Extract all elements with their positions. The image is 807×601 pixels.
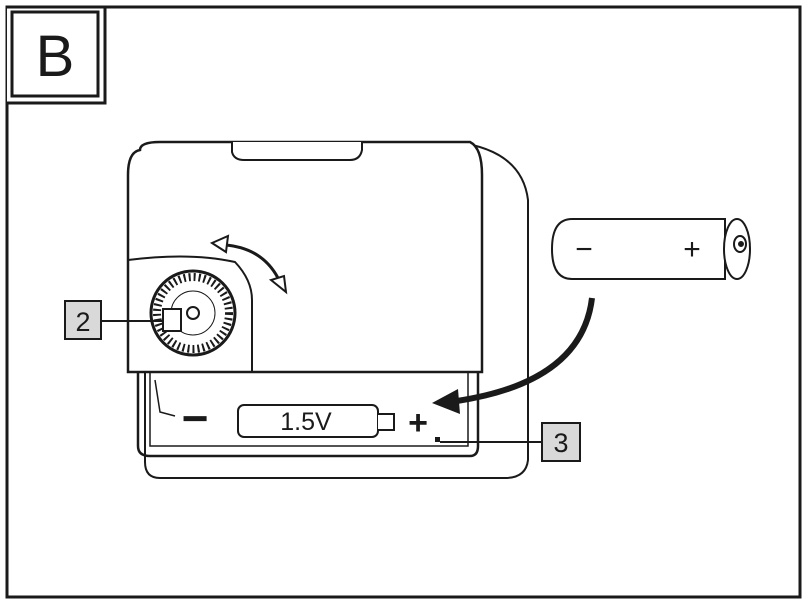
device-back-shell: [144, 141, 529, 479]
battery-slot-outline: [237, 404, 395, 438]
battery-slot-label: 1.5V: [280, 408, 332, 436]
panel-letter-tab: B: [7, 5, 107, 105]
rotate-arrow-icon: [209, 234, 288, 295]
callout-2: 2: [64, 300, 182, 340]
battery-minus-sign: −: [575, 233, 593, 266]
slot-plus-sign: +: [408, 404, 428, 442]
adjustment-dial: [149, 269, 237, 357]
battery-plus-sign: +: [683, 233, 701, 266]
device-top-nub: [231, 142, 363, 161]
battery: [550, 218, 751, 280]
outer-frame: [5, 5, 802, 599]
panel-letter: B: [36, 24, 75, 89]
callout-3: 3: [435, 422, 581, 462]
battery-compartment: [136, 372, 480, 458]
slot-minus-sign: −: [182, 392, 209, 444]
callout-3-label: 3: [553, 428, 568, 458]
insert-arrow-icon: [432, 297, 595, 414]
dial-recess: [127, 255, 253, 372]
callout-2-label: 2: [75, 307, 90, 337]
